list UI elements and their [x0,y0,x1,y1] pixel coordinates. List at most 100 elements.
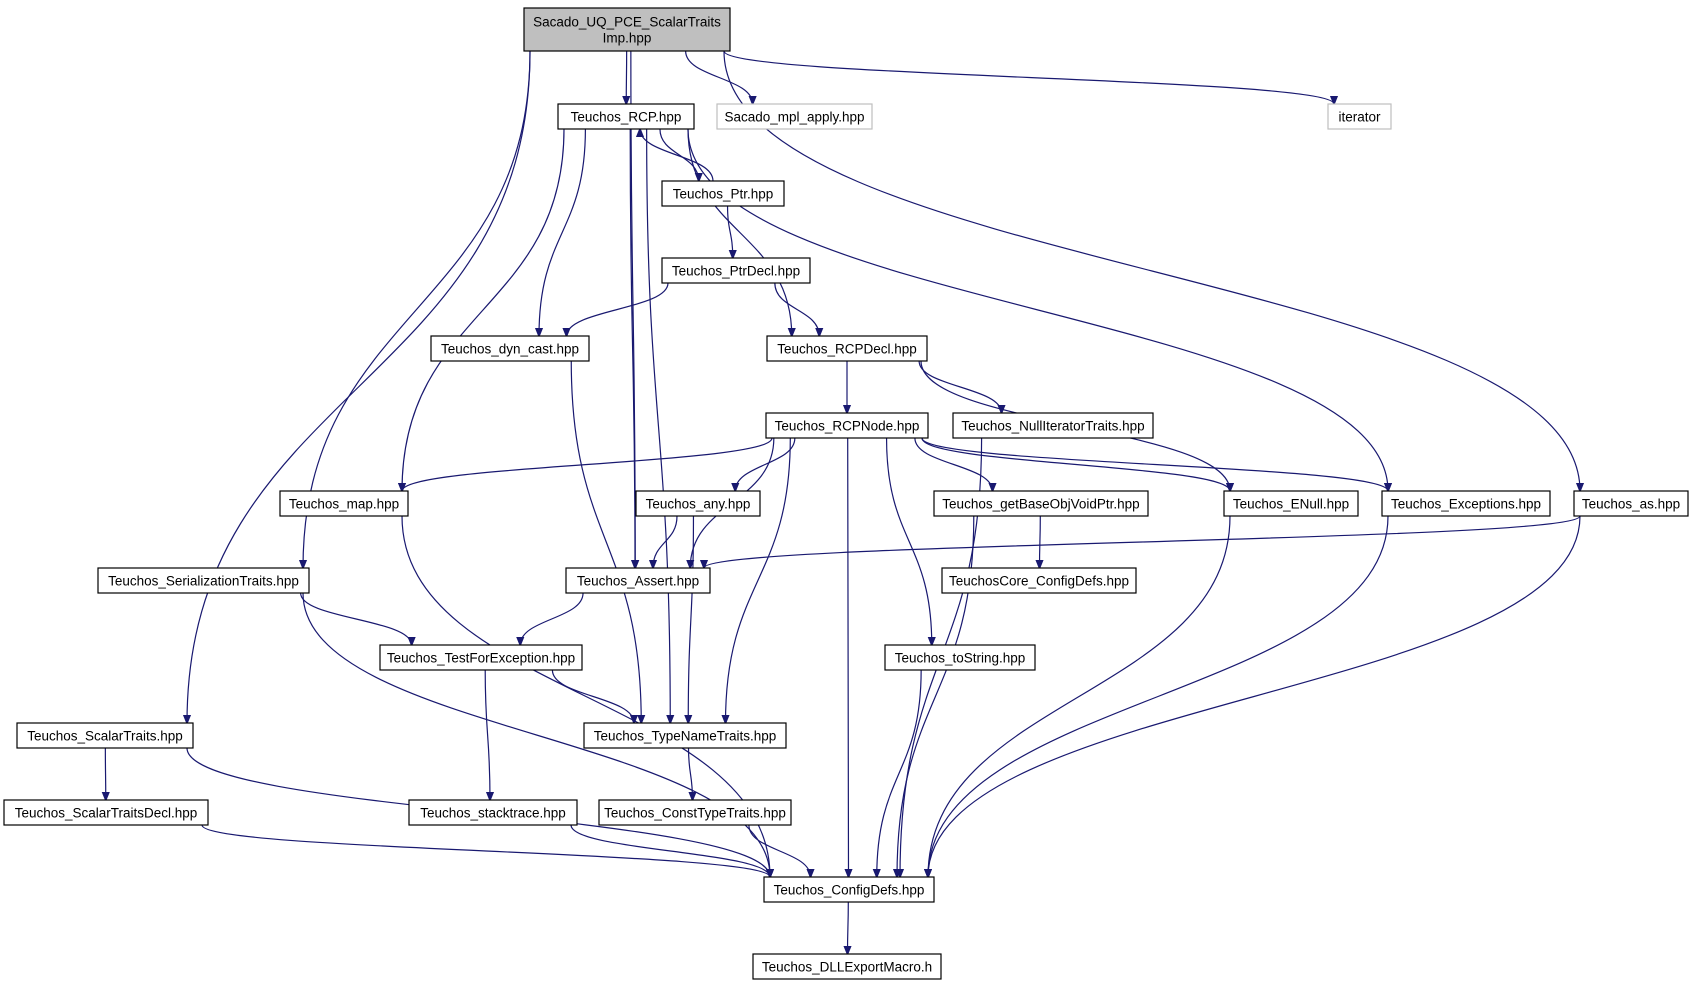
edge-rcpnode-to-map [402,437,773,491]
node-scalardecl[interactable]: Teuchos_ScalarTraitsDecl.hpp [3,799,209,826]
node-box [884,644,1036,671]
node-as[interactable]: Teuchos_as.hpp [1573,490,1689,517]
edge-rcpnode-to-tostring [885,437,932,645]
node-box [765,412,929,439]
node-label: Teuchos_ConstTypeTraits.hpp [604,806,786,821]
node-box [1223,490,1359,517]
node-box [933,490,1149,517]
edge-serial-to-testforex [300,592,412,645]
edge-any-to-typename [688,515,695,723]
edge-stacktrace-to-configdefs [570,824,770,877]
node-box [1381,490,1551,517]
node-rcpdecl[interactable]: Teuchos_RCPDecl.hpp [766,335,928,362]
node-box [430,335,590,362]
node-label: Sacado_UQ_PCE_ScalarTraits [533,15,721,30]
node-label: Teuchos_map.hpp [289,497,399,512]
node-label: Teuchos_Exceptions.hpp [1391,497,1541,512]
node-nulliter[interactable]: Teuchos_NullIteratorTraits.hpp [952,412,1154,439]
edge-dyn_cast-to-typename [570,360,641,723]
node-label: Teuchos_Ptr.hpp [673,187,774,202]
node-label: Teuchos_toString.hpp [895,651,1026,666]
node-label: Teuchos_ConfigDefs.hpp [774,883,925,898]
node-serial[interactable]: Teuchos_SerializationTraits.hpp [97,567,310,594]
edge-rcpnode-to-exceptions [921,437,1388,491]
node-dllexport[interactable]: Teuchos_DLLExportMacro.h [752,953,942,980]
edge-ptrdecl-to-dyn_cast [567,282,669,336]
node-label: Teuchos_SerializationTraits.hpp [108,574,299,589]
node-box [598,799,792,826]
node-label: Teuchos_dyn_cast.hpp [441,342,579,357]
node-coreconfig[interactable]: TeuchosCore_ConfigDefs.hpp [941,567,1137,594]
node-box [97,567,310,594]
node-tostring[interactable]: Teuchos_toString.hpp [884,644,1036,671]
node-box [279,490,409,517]
edge-any-to-assert [653,515,678,568]
node-box [661,180,785,207]
edge-rcpdecl-to-nulliter [918,360,1001,413]
node-label: Teuchos_NullIteratorTraits.hpp [961,419,1144,434]
node-box [716,103,873,130]
node-exceptions[interactable]: Teuchos_Exceptions.hpp [1381,490,1551,517]
edge-root-to-as [723,50,1580,491]
edge-configdefs-to-dllexport [848,901,849,954]
node-label: Teuchos_any.hpp [646,497,751,512]
node-stacktrace[interactable]: Teuchos_stacktrace.hpp [408,799,578,826]
node-label: TeuchosCore_ConfigDefs.hpp [949,574,1129,589]
node-box [16,722,194,749]
node-map[interactable]: Teuchos_map.hpp [279,490,409,517]
node-label: Imp.hpp [603,31,652,46]
node-box [408,799,578,826]
node-label: Teuchos_stacktrace.hpp [420,806,566,821]
node-label: Teuchos_RCPNode.hpp [775,419,920,434]
node-box [557,103,695,130]
edge-rcpnode-to-any [735,437,796,491]
node-box [583,722,787,749]
edge-testforex-to-typename [551,669,634,723]
node-box [752,953,942,980]
node-enull[interactable]: Teuchos_ENull.hpp [1223,490,1359,517]
node-ptr[interactable]: Teuchos_Ptr.hpp [661,180,785,207]
edge-consttype-to-configdefs [748,824,811,877]
nodes-layer: Sacado_UQ_PCE_ScalarTraitsImp.hppTeuchos… [3,7,1689,980]
node-box [766,335,928,362]
node-ptrdecl[interactable]: Teuchos_PtrDecl.hpp [661,257,811,284]
node-label: Teuchos_TypeNameTraits.hpp [594,729,777,744]
edge-root-to-iterator [723,50,1334,104]
node-rcp[interactable]: Teuchos_RCP.hpp [557,103,695,130]
edge-rcp-to-ptr [659,128,699,181]
edge-rcpnode-to-getbase [914,437,993,491]
node-getbase[interactable]: Teuchos_getBaseObjVoidPtr.hpp [933,490,1149,517]
node-label: Teuchos_RCPDecl.hpp [777,342,917,357]
node-label: Teuchos_Assert.hpp [577,574,699,589]
node-label: Teuchos_PtrDecl.hpp [672,264,800,279]
node-label: Teuchos_as.hpp [1582,497,1680,512]
node-box [635,490,761,517]
node-testforex[interactable]: Teuchos_TestForException.hpp [379,644,583,671]
edge-as-to-assert [704,515,1581,568]
node-mpl_apply[interactable]: Sacado_mpl_apply.hpp [716,103,873,130]
node-consttype[interactable]: Teuchos_ConstTypeTraits.hpp [598,799,792,826]
edge-exceptions-to-configdefs [928,515,1389,877]
node-rcpnode[interactable]: Teuchos_RCPNode.hpp [765,412,929,439]
node-box [661,257,811,284]
node-label: Teuchos_getBaseObjVoidPtr.hpp [942,497,1139,512]
edge-ptr-to-ptrdecl [726,205,733,258]
node-assert[interactable]: Teuchos_Assert.hpp [565,567,711,594]
node-dyn_cast[interactable]: Teuchos_dyn_cast.hpp [430,335,590,362]
node-iterator[interactable]: iterator [1327,103,1392,130]
node-configdefs[interactable]: Teuchos_ConfigDefs.hpp [763,876,935,903]
node-typename[interactable]: Teuchos_TypeNameTraits.hpp [583,722,787,749]
edge-scalardecl-to-configdefs [201,824,770,877]
edge-rcpnode-to-configdefs [848,437,849,877]
edges-layer [105,50,1581,954]
node-any[interactable]: Teuchos_any.hpp [635,490,761,517]
node-label: Teuchos_ScalarTraits.hpp [27,729,183,744]
node-label: Teuchos_RCP.hpp [571,110,682,125]
node-label: iterator [1338,110,1381,125]
edge-testforex-to-stacktrace [484,669,490,800]
node-label: Teuchos_TestForException.hpp [387,651,575,666]
node-box [523,7,731,52]
node-box [952,412,1154,439]
node-scalar[interactable]: Teuchos_ScalarTraits.hpp [16,722,194,749]
